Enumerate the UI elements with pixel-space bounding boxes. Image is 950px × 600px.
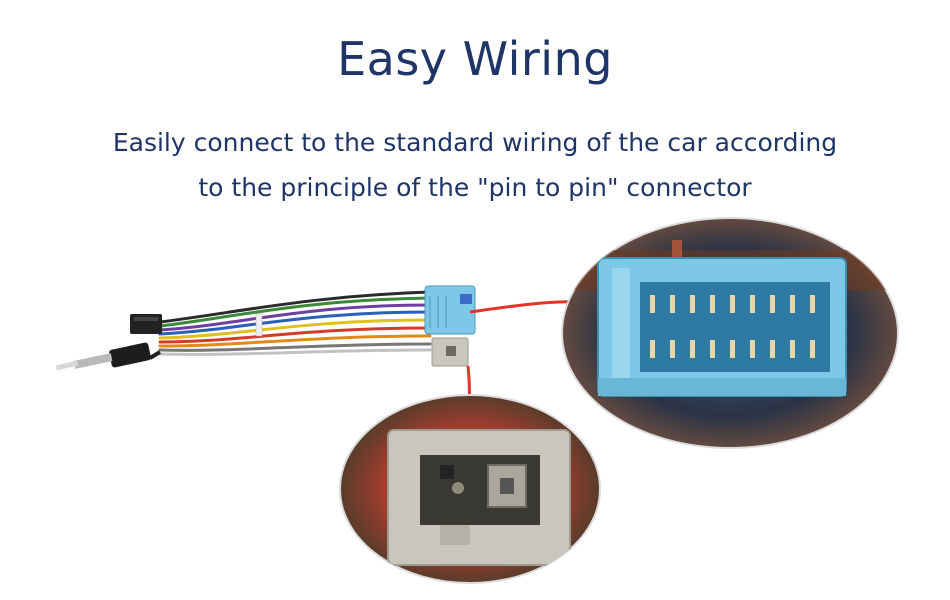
aux-connector-closeup [339, 394, 601, 584]
subtitle-line-1: Easily connect to the standard wiring of… [112, 128, 838, 157]
grey-connector-small [431, 337, 469, 367]
antenna-plug [55, 342, 162, 371]
power-connector [130, 314, 162, 334]
cable-tie [255, 313, 263, 337]
wire-bundle [158, 290, 432, 356]
main-connector-closeup [561, 217, 899, 449]
page-title: Easy Wiring [337, 32, 613, 86]
subtitle-line-2: to the principle of the "pin to pin" con… [198, 173, 752, 202]
blue-connector-small [424, 285, 476, 335]
